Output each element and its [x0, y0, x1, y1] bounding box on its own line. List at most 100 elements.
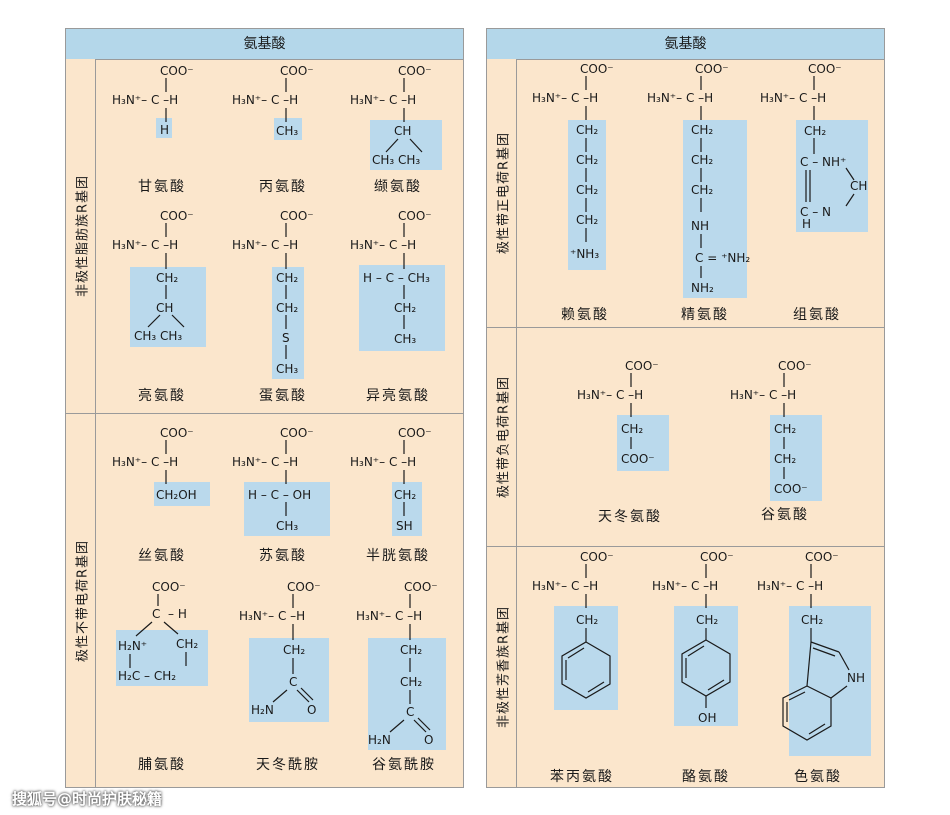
svg-text:COO⁻: COO⁻: [152, 580, 186, 594]
svg-text:H₃N⁺– C –H: H₃N⁺– C –H: [232, 238, 298, 252]
svg-text:H₃N⁺– C –H: H₃N⁺– C –H: [232, 93, 298, 107]
svg-text:COO⁻: COO⁻: [778, 359, 812, 373]
svg-text:CH₂: CH₂: [283, 643, 305, 657]
svg-text:COO⁻: COO⁻: [280, 209, 314, 223]
svg-text:COO⁻: COO⁻: [621, 452, 655, 466]
structure-histidine: COO⁻ H₃N⁺– C –H CH₂ C – NH⁺ CH C – NH: [760, 62, 868, 232]
svg-text:COO⁻: COO⁻: [625, 359, 659, 373]
structure-aspartate: COO⁻ H₃N⁺– C –H CH₂ COO⁻: [577, 359, 669, 471]
structure-alanine: COO⁻ H₃N⁺– C –H CH₃: [232, 64, 314, 140]
structure-proline: COO⁻ C– H H₂N⁺CH₂ H₂C – CH₂: [116, 580, 208, 686]
svg-text:CH₃: CH₃: [394, 332, 416, 346]
amino-acid-name: 天冬氨酸: [598, 509, 662, 525]
amino-acid-name: 脯氨酸: [138, 757, 186, 773]
svg-text:H₃N⁺– C –H: H₃N⁺– C –H: [532, 579, 598, 593]
group-label-nonpolar-aromatic: 非极性芳香族R基团: [487, 547, 517, 787]
group-label-polar-uncharged: 极性不带电荷R基团: [66, 414, 96, 787]
svg-text:CH₃: CH₃: [276, 362, 298, 376]
svg-text:H₂N: H₂N: [368, 733, 391, 747]
structure-tryptophan: COO⁻ H₃N⁺– C –H CH₂ NH: [757, 550, 871, 756]
amino-acid-name: 蛋氨酸: [259, 388, 307, 404]
svg-text:CH₂: CH₂: [774, 422, 796, 436]
group-divider: [487, 327, 884, 328]
amino-acid-name: 赖氨酸: [561, 307, 609, 323]
structure-methionine: COO⁻ H₃N⁺– C –H CH₂ CH₂ S CH₃: [232, 209, 314, 379]
structure-cysteine: COO⁻ H₃N⁺– C –H CH₂ SH: [350, 426, 432, 536]
structure-leucine: COO⁻ H₃N⁺– C –H CH₂ CH CH₃ CH₃: [112, 209, 206, 347]
svg-text:H₃N⁺– C –H: H₃N⁺– C –H: [577, 388, 643, 402]
svg-text:H₃N⁺– C –H: H₃N⁺– C –H: [350, 238, 416, 252]
svg-text:H₂N⁺: H₂N⁺: [118, 639, 147, 653]
group-label-polar-positive: 极性带正电荷R基团: [487, 59, 517, 327]
svg-text:CH: CH: [850, 179, 867, 193]
group-label-nonpolar-aliphatic: 非极性脂肪族R基团: [66, 59, 96, 413]
svg-text:COO⁻: COO⁻: [774, 482, 808, 496]
svg-text:H: H: [160, 123, 169, 137]
svg-text:COO⁻: COO⁻: [398, 209, 432, 223]
structure-valine: COO⁻ H₃N⁺– C –H CH CH₃ CH₃: [350, 64, 442, 170]
svg-text:H₃N⁺– C –H: H₃N⁺– C –H: [647, 91, 713, 105]
svg-text:H₃N⁺– C –H: H₃N⁺– C –H: [730, 388, 796, 402]
svg-text:NH₂: NH₂: [691, 281, 714, 295]
amino-acid-name: 苏氨酸: [259, 548, 307, 564]
svg-text:COO⁻: COO⁻: [287, 580, 321, 594]
structure-tyrosine: COO⁻ H₃N⁺– C –H CH₂ OH: [652, 550, 738, 726]
svg-text:COO⁻: COO⁻: [398, 426, 432, 440]
structure-phenylalanine: COO⁻ H₃N⁺– C –H CH₂: [532, 550, 618, 710]
svg-text:NH: NH: [847, 671, 865, 685]
svg-text:COO⁻: COO⁻: [700, 550, 734, 564]
svg-text:COO⁻: COO⁻: [160, 64, 194, 78]
svg-text:COO⁻: COO⁻: [280, 426, 314, 440]
amino-acid-name: 精氨酸: [681, 307, 729, 323]
svg-text:C – N: C – N: [800, 205, 831, 219]
svg-text:CH₂: CH₂: [576, 153, 598, 167]
svg-text:CH₂: CH₂: [576, 123, 598, 137]
svg-text:CH₂: CH₂: [400, 643, 422, 657]
svg-text:– H: – H: [168, 607, 187, 621]
amino-acid-name: 半胱氨酸: [366, 548, 430, 564]
svg-text:H₃N⁺– C –H: H₃N⁺– C –H: [112, 93, 178, 107]
amino-acid-name: 亮氨酸: [138, 388, 186, 404]
svg-text:COO⁻: COO⁻: [398, 64, 432, 78]
svg-text:C – NH⁺: C – NH⁺: [800, 155, 846, 169]
svg-text:H₃N⁺– C –H: H₃N⁺– C –H: [356, 609, 422, 623]
svg-text:CH₂: CH₂: [400, 675, 422, 689]
svg-text:H₃N⁺– C –H: H₃N⁺– C –H: [112, 455, 178, 469]
svg-text:H₃N⁺– C –H: H₃N⁺– C –H: [760, 91, 826, 105]
amino-acid-name: 谷氨酸: [761, 507, 809, 523]
svg-text:H₃N⁺– C –H: H₃N⁺– C –H: [112, 238, 178, 252]
svg-text:OH: OH: [698, 711, 716, 725]
svg-text:CH₂: CH₂: [696, 613, 718, 627]
group-divider: [66, 413, 463, 414]
svg-text:⁺NH₃: ⁺NH₃: [570, 247, 599, 261]
svg-text:H₃N⁺– C –H: H₃N⁺– C –H: [350, 93, 416, 107]
amino-acid-name: 色氨酸: [794, 769, 842, 785]
svg-text:H: H: [802, 217, 811, 231]
svg-text:COO⁻: COO⁻: [160, 209, 194, 223]
svg-text:CH: CH: [394, 124, 411, 138]
svg-text:H₃N⁺– C –H: H₃N⁺– C –H: [532, 91, 598, 105]
svg-text:H₃N⁺– C –H: H₃N⁺– C –H: [239, 609, 305, 623]
svg-text:NH: NH: [691, 219, 709, 233]
svg-text:CH₂: CH₂: [394, 488, 416, 502]
svg-text:H₂N: H₂N: [251, 703, 274, 717]
amino-acid-name: 酪氨酸: [682, 769, 730, 785]
structure-threonine: COO⁻ H₃N⁺– C –H H – C – OH CH₃: [232, 426, 330, 536]
svg-text:CH₂: CH₂: [801, 613, 823, 627]
amino-acid-name: 天冬酰胺: [256, 757, 320, 773]
amino-acid-name: 异亮氨酸: [366, 388, 430, 404]
structure-lysine: COO⁻ H₃N⁺– C –H CH₂ CH₂ CH₂ CH₂ ⁺NH₃: [532, 62, 614, 270]
svg-text:COO⁻: COO⁻: [695, 62, 729, 76]
svg-text:C: C: [152, 607, 160, 621]
svg-text:CH₂: CH₂: [156, 271, 178, 285]
svg-text:C: C: [406, 705, 414, 719]
svg-text:CH₂: CH₂: [176, 637, 198, 651]
amino-acid-name: 谷氨酰胺: [372, 757, 436, 773]
svg-text:COO⁻: COO⁻: [160, 426, 194, 440]
svg-text:H₃N⁺– C –H: H₃N⁺– C –H: [232, 455, 298, 469]
amino-acid-name: 丝氨酸: [138, 548, 186, 564]
svg-text:SH: SH: [396, 519, 413, 533]
left-panel-title: 氨基酸: [66, 29, 463, 60]
